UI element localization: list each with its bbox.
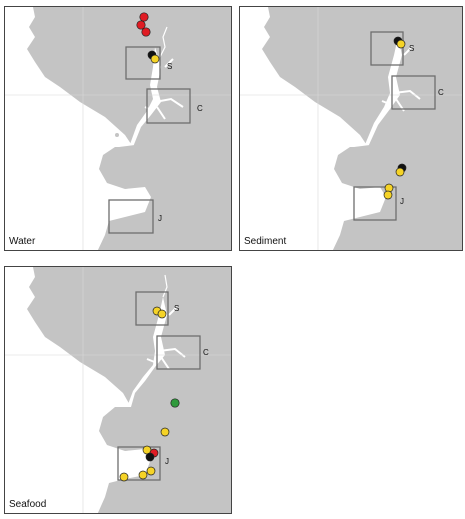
island — [107, 407, 143, 439]
panel-label-sediment: Sediment — [244, 236, 287, 247]
sample-point-yellow — [119, 472, 129, 482]
region-box-s — [370, 31, 404, 66]
sea-area — [5, 267, 151, 513]
region-box-c — [156, 335, 201, 370]
sample-point-yellow — [157, 309, 167, 319]
region-label-s: S — [409, 44, 415, 53]
islet — [115, 133, 119, 137]
region-label-c: C — [438, 88, 444, 97]
region-label-s: S — [174, 304, 180, 313]
estuary-branch — [146, 306, 186, 370]
sample-point-black — [145, 452, 155, 462]
region-label-c: C — [203, 348, 209, 357]
map-panel-sediment: S C J Sediment — [239, 6, 463, 251]
region-box-j — [108, 199, 154, 234]
region-box-c — [391, 75, 436, 110]
river-north — [159, 26, 168, 58]
map-seafood-svg — [5, 267, 231, 513]
map-panel-seafood: S C J Seafood — [4, 266, 232, 514]
map-water-svg — [5, 7, 231, 250]
region-label-j: J — [158, 214, 162, 223]
map-sediment-svg — [240, 7, 462, 250]
island — [107, 145, 143, 177]
region-box-c — [146, 88, 191, 124]
estuary-channel — [129, 47, 161, 147]
islet — [120, 126, 126, 132]
region-label-j: J — [165, 457, 169, 466]
sample-point-red — [141, 27, 151, 37]
sample-point-yellow — [160, 427, 170, 437]
region-box-j — [117, 446, 161, 481]
region-label-s: S — [167, 62, 173, 71]
sample-point-yellow — [150, 54, 160, 64]
sea-area — [5, 7, 151, 250]
map-panel-water: S C J Water — [4, 6, 232, 251]
sample-point-red — [136, 20, 146, 30]
region-label-c: C — [197, 104, 203, 113]
panel-label-seafood: Seafood — [9, 499, 47, 510]
sample-point-red — [139, 12, 149, 22]
region-box-s — [125, 46, 161, 80]
sample-point-yellow — [146, 466, 156, 476]
sample-point-yellow — [138, 470, 148, 480]
region-box-j — [353, 186, 397, 221]
river-north — [162, 274, 168, 298]
estuary-branch — [381, 46, 421, 112]
estuary-branch — [144, 58, 184, 120]
sample-point-green — [170, 398, 180, 408]
sample-point-yellow — [383, 190, 393, 200]
sample-point-yellow — [395, 167, 405, 177]
sample-point-yellow — [396, 39, 406, 49]
island — [342, 145, 378, 177]
region-label-j: J — [400, 197, 404, 206]
region-box-s — [135, 291, 169, 326]
sea-area — [240, 7, 386, 250]
panel-label-water: Water — [9, 236, 36, 247]
